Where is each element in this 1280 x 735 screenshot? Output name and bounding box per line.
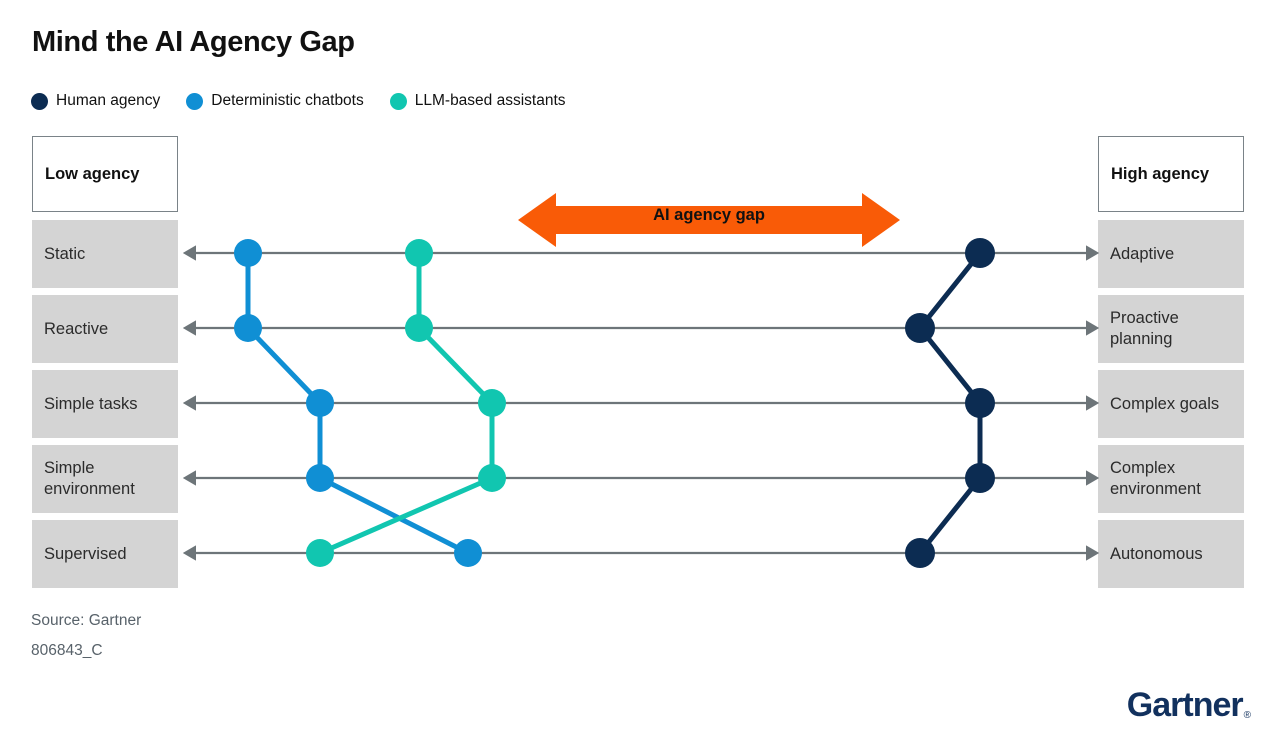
legend-label: Deterministic chatbots — [211, 92, 364, 109]
row-label-left-simple-tasks: Simple tasks — [32, 370, 178, 438]
row-label-right-proactive-planning: Proactive planning — [1098, 295, 1244, 363]
data-point — [965, 238, 995, 268]
row-label-text: Adaptive — [1110, 244, 1175, 263]
row-axes — [182, 245, 1100, 561]
data-point — [965, 388, 995, 418]
source-line-2: 806843_C — [31, 642, 103, 660]
row-label-right-complex-environment: Complex environment — [1098, 445, 1244, 513]
data-point — [234, 239, 262, 267]
data-point — [234, 314, 262, 342]
circle-icon — [186, 92, 204, 110]
source-note: Source: Gartner 806843_C — [31, 606, 141, 666]
row-label-text: Proactive planning — [1110, 309, 1179, 348]
legend: Human agency Deterministic chatbots LLM-… — [31, 92, 566, 110]
row-label-left-supervised: Supervised — [32, 520, 178, 588]
row-label-text: Static — [44, 244, 86, 263]
series-human-agency — [905, 238, 995, 568]
data-point — [405, 314, 433, 342]
data-point — [306, 539, 334, 567]
data-point — [306, 389, 334, 417]
legend-label: Human agency — [56, 92, 161, 109]
data-point — [965, 463, 995, 493]
series-deterministic-chatbots — [234, 239, 482, 567]
data-point — [306, 464, 334, 492]
data-point — [405, 239, 433, 267]
high-agency-header-label: High agency — [1111, 164, 1210, 183]
gartner-wordmark: Gartner — [1126, 686, 1244, 724]
row-label-left-simple-environment: Simple environment — [32, 445, 178, 513]
legend-item-deterministic-chatbots: Deterministic chatbots — [186, 92, 364, 110]
data-point — [478, 389, 506, 417]
data-point — [905, 313, 935, 343]
low-agency-header-label: Low agency — [45, 164, 140, 183]
source-line-1: Source: Gartner — [31, 612, 142, 629]
row-label-text: Simple environment — [44, 459, 135, 498]
row-label-text: Complex environment — [1110, 459, 1201, 498]
gartner-logo: Gartner ® — [1126, 686, 1251, 725]
registered-trademark-icon: ® — [1243, 710, 1251, 721]
row-label-right-adaptive: Adaptive — [1098, 220, 1244, 288]
circle-icon — [31, 92, 48, 110]
data-point — [478, 464, 506, 492]
row-label-right-complex-goals: Complex goals — [1098, 370, 1244, 438]
row-label-text: Simple tasks — [44, 394, 138, 413]
row-label-text: Supervised — [44, 544, 127, 563]
high-agency-header: High agency — [1098, 136, 1244, 212]
row-label-text: Autonomous — [1110, 544, 1203, 563]
page-title: Mind the AI Agency Gap — [32, 26, 355, 58]
legend-item-llm-based-assistants: LLM-based assistants — [389, 92, 566, 110]
row-label-text: Complex goals — [1110, 394, 1220, 413]
row-label-text: Reactive — [44, 319, 109, 338]
legend-item-human-agency: Human agency — [31, 92, 160, 110]
series-llm-based-assistants — [306, 239, 506, 567]
ai-agency-gap-label: AI agency gap — [653, 206, 765, 224]
data-point — [454, 539, 482, 567]
low-agency-header: Low agency — [32, 136, 178, 212]
legend-label: LLM-based assistants — [414, 92, 566, 109]
row-label-right-autonomous: Autonomous — [1098, 520, 1244, 588]
row-label-left-reactive: Reactive — [32, 295, 178, 363]
row-label-left-static: Static — [32, 220, 178, 288]
circle-icon — [389, 92, 407, 110]
data-point — [905, 538, 935, 568]
